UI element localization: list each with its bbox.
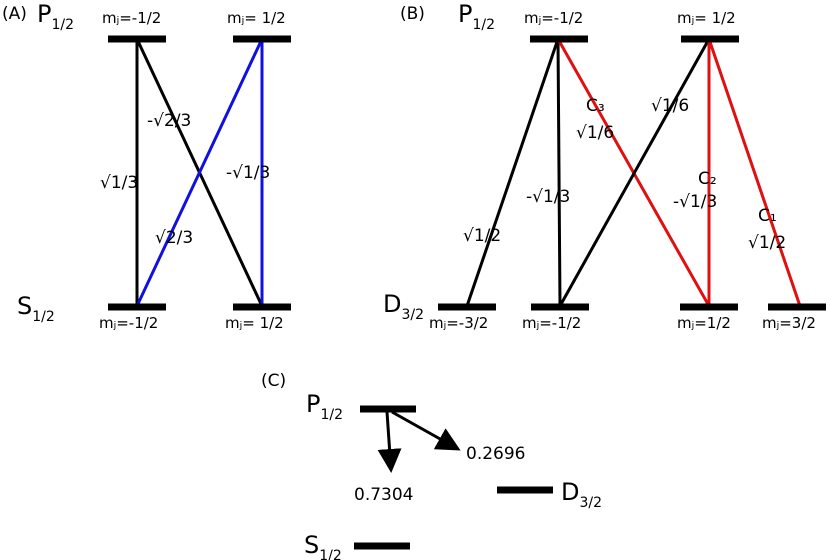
panel-a-mj-top-left: mⱼ=-1/2 xyxy=(102,9,161,27)
panel-a-coef-right-vertical: -√1/3 xyxy=(226,163,270,183)
panel-a-coef-cross-down: -√2/3 xyxy=(147,111,191,131)
panel-b-c3-value: √1/6 xyxy=(576,123,614,143)
panel-b-c3-name: C₃ xyxy=(586,96,605,116)
panel-c-branching-s: 0.7304 xyxy=(354,485,413,505)
panel-a-mj-bottom-right: mⱼ= 1/2 xyxy=(225,314,284,332)
panel-c-s-state: S1/2 xyxy=(304,531,342,560)
panel-b-mj-top-right: mⱼ= 1/2 xyxy=(677,9,736,27)
panel-a-mj-top-right: mⱼ= 1/2 xyxy=(227,9,286,27)
panel-c-p-state: P1/2 xyxy=(306,390,343,423)
panel-b-coef-4: √1/6 xyxy=(651,96,689,116)
panel-b-c1-value: √1/2 xyxy=(748,233,786,253)
panel-c-d-state: D3/2 xyxy=(561,478,602,511)
panel-b-transition-4 xyxy=(558,38,711,307)
panel-b-c1-name: C₁ xyxy=(758,206,777,226)
panel-a-mj-bottom-left: mⱼ=-1/2 xyxy=(99,314,158,332)
panel-b-transition-1 xyxy=(465,38,560,307)
panel-a-coef-cross-up: √2/3 xyxy=(155,228,193,248)
panel-b-coef-2: -√1/3 xyxy=(526,187,570,207)
panel-c-arrow-to-s xyxy=(377,411,402,473)
panel-b-p-state: P1/2 xyxy=(458,0,495,33)
panel-b-c2-name: C₂ xyxy=(698,169,717,189)
panel-a-transition-cross-up xyxy=(135,38,264,307)
panel-b-mj-bottom-3: mⱼ=1/2 xyxy=(677,314,731,332)
panel-b-coef-1: √1/2 xyxy=(463,226,501,246)
panel-a-s-state: S1/2 xyxy=(17,292,55,325)
panel-c-branching-d: 0.2696 xyxy=(466,444,525,464)
panel-b-transition-c1 xyxy=(707,38,802,307)
panel-b-mj-top-left: mⱼ=-1/2 xyxy=(524,9,583,27)
panel-a-coef-left-vertical: √1/3 xyxy=(100,173,138,193)
panel-b-transition-2 xyxy=(556,38,562,307)
panel-b-d-state: D3/2 xyxy=(383,290,424,323)
panel-b-mj-bottom-4: mⱼ=3/2 xyxy=(762,314,816,332)
panel-a-label: (A) xyxy=(2,4,27,24)
panel-b-c2-value: -√1/3 xyxy=(673,192,717,212)
panel-a-p-state: P1/2 xyxy=(37,0,74,33)
panel-b-label: (B) xyxy=(400,4,425,24)
panel-b-mj-bottom-1: mⱼ=-3/2 xyxy=(429,314,488,332)
panel-c-arrow-to-d xyxy=(391,410,461,451)
panel-b-mj-bottom-2: mⱼ=-1/2 xyxy=(522,314,581,332)
panel-c-label: (C) xyxy=(261,371,286,391)
